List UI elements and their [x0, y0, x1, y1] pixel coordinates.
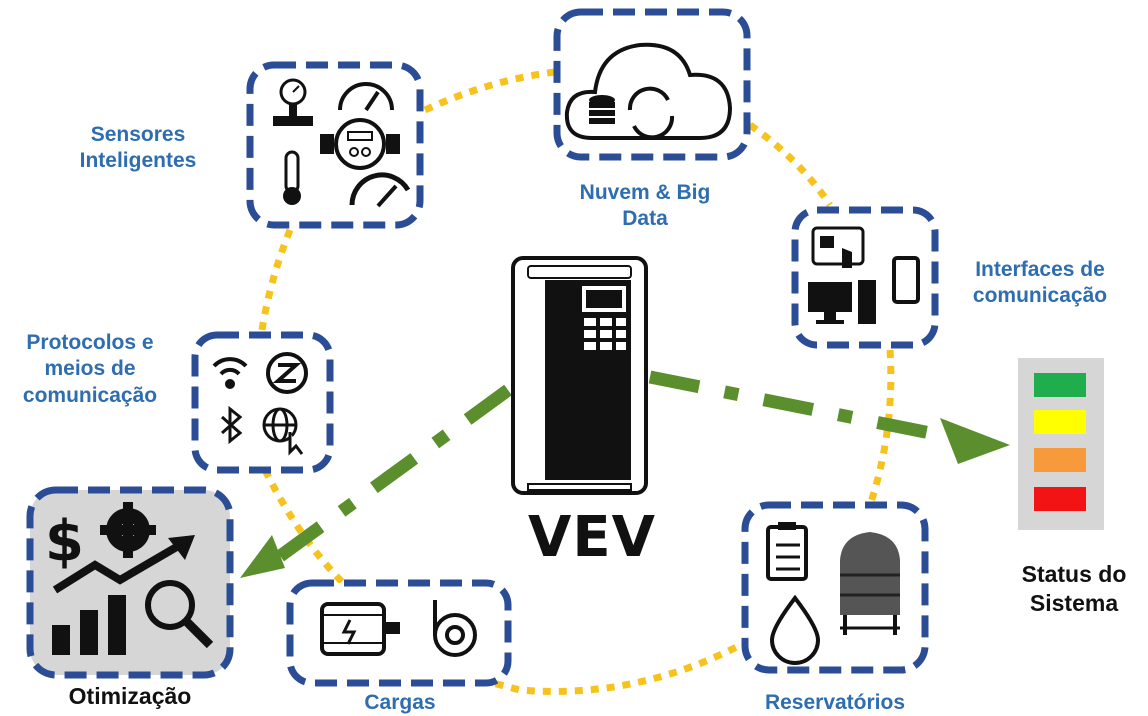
status-level-green — [1034, 373, 1086, 397]
water-tank-icon — [840, 532, 900, 635]
vfd-drive-icon — [511, 256, 648, 495]
sync-icon — [627, 86, 675, 140]
speedometer-icon — [338, 82, 394, 112]
vev-label: VEV — [528, 505, 656, 570]
motor-icon — [320, 602, 400, 656]
protocols-label: Protocolos e meios de comunicação — [22, 331, 158, 407]
gear-icon — [100, 502, 156, 558]
loads-box — [286, 579, 512, 687]
flow-arrows — [264, 370, 957, 571]
water-drop-icon — [769, 594, 821, 665]
checklist-icon — [766, 522, 808, 581]
sensors-label: Sensores Inteligentes — [79, 123, 197, 173]
cloud-box — [553, 8, 751, 161]
gauge-icon — [349, 172, 411, 208]
optimization-label: Otimização — [68, 683, 192, 709]
optimization-arrow-line — [264, 384, 512, 571]
status-level-yellow — [1034, 410, 1086, 434]
touch-panel-icon — [811, 226, 865, 268]
pressure-gauge-icon — [273, 78, 313, 126]
magnifier-icon — [145, 580, 214, 649]
reservoirs-label: Reservatórios — [764, 691, 906, 714]
wifi-icon — [212, 357, 248, 389]
protocols-box — [191, 331, 334, 474]
status-arrow-line — [648, 370, 957, 445]
status-level-red — [1034, 487, 1086, 511]
desktop-computer-icon — [808, 280, 876, 324]
optimization-box: $ — [26, 486, 234, 679]
trend-arrow-icon — [52, 541, 183, 594]
zigbee-icon — [266, 352, 308, 394]
water-meter-icon — [320, 118, 400, 170]
interfaces-box — [791, 206, 939, 349]
dollar-icon: $ — [45, 509, 84, 574]
bar-chart-icon — [52, 595, 126, 655]
sensors-box — [246, 61, 424, 229]
database-icon — [589, 95, 615, 124]
pump-icon — [433, 600, 477, 657]
reservoirs-box — [741, 501, 929, 674]
optimization-arrowhead — [240, 535, 285, 578]
thermometer-icon — [283, 150, 301, 205]
bluetooth-icon — [221, 405, 243, 445]
trend-arrowhead-icon — [168, 535, 195, 560]
cloud-label: Nuvem & Big Data — [579, 181, 711, 231]
status-label: Status do Sistema — [1021, 561, 1127, 616]
globe-cursor-icon — [262, 407, 304, 456]
smartphone-icon — [892, 256, 920, 304]
status-indicator — [1018, 358, 1104, 530]
status-level-orange — [1034, 448, 1086, 472]
loads-label: Cargas — [364, 691, 436, 714]
interfaces-label: Interfaces de comunicação — [972, 258, 1108, 308]
status-arrowhead — [940, 418, 1010, 464]
